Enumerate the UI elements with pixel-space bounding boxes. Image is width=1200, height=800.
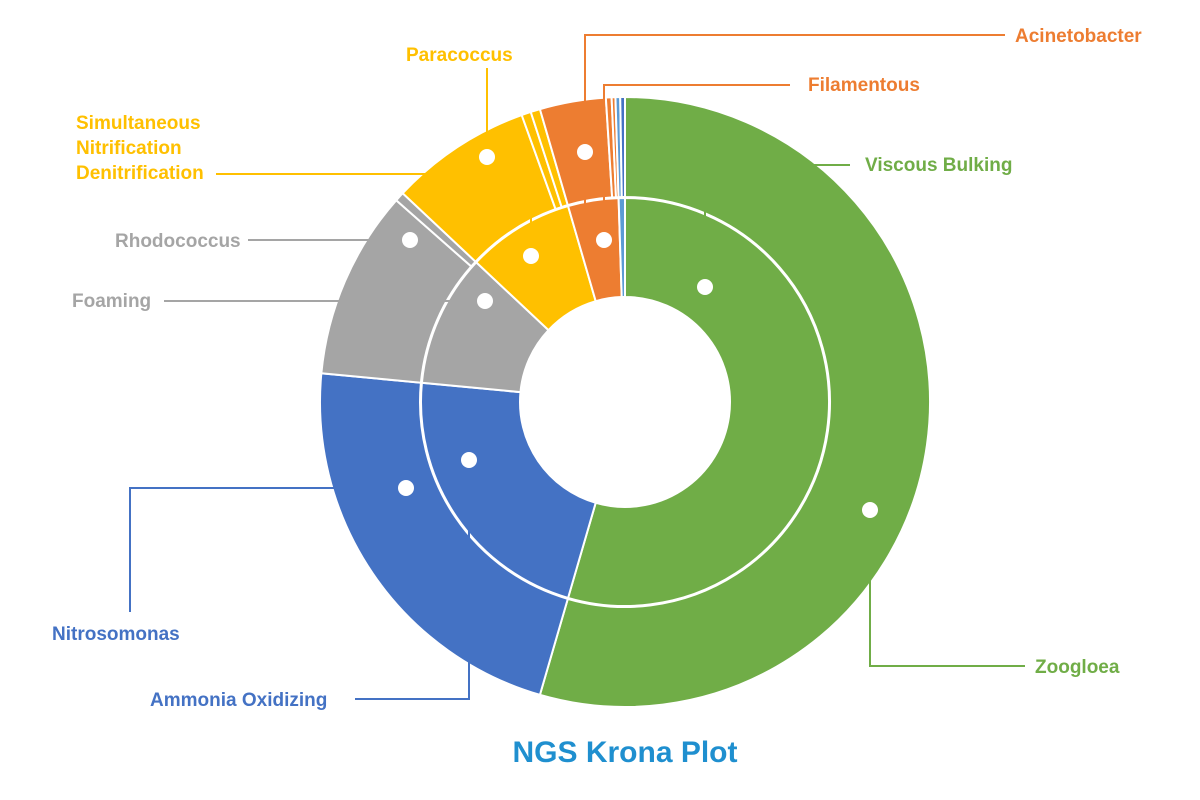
label-viscous: Viscous Bulking xyxy=(865,155,1012,176)
chart-title: NGS Krona Plot xyxy=(512,736,737,769)
dot-rhodococcus xyxy=(402,232,418,248)
label-zoogloea: Zoogloea xyxy=(1035,657,1120,678)
outer-ring xyxy=(319,95,931,708)
label-ammonia: Ammonia Oxidizing xyxy=(150,690,327,711)
dot-acinetobacter xyxy=(577,144,593,160)
leader-nitrosomonas xyxy=(129,487,406,612)
labels: Acinetobacter Filamentous Paracoccus Sim… xyxy=(52,26,1142,711)
label-dots xyxy=(398,144,878,518)
label-snd-line-3: Denitrification xyxy=(76,163,204,184)
dot-zoogloea xyxy=(862,502,878,518)
leader-filamentous xyxy=(603,84,790,240)
leader-ammonia xyxy=(355,460,470,700)
label-rhodococcus: Rhodococcus xyxy=(115,231,241,252)
dot-filamentous xyxy=(596,232,612,248)
label-snd-line-2: Nitrification xyxy=(76,138,182,159)
label-nitrosomonas: Nitrosomonas xyxy=(52,624,180,645)
leader-acinetobacter xyxy=(584,34,1005,237)
label-snd-line-1: Simultaneous xyxy=(76,113,201,134)
inner-ring xyxy=(420,196,830,607)
leader-zoogloea xyxy=(869,510,1025,667)
dot-snd xyxy=(523,248,539,264)
leader-snd xyxy=(216,173,532,256)
dot-foaming xyxy=(477,293,493,309)
label-foaming: Foaming xyxy=(72,291,151,312)
inner-segment-0 xyxy=(566,196,830,607)
label-paracoccus: Paracoccus xyxy=(406,45,513,66)
dot-ammonia xyxy=(461,452,477,468)
leader-lines xyxy=(129,34,1025,700)
leader-viscous xyxy=(704,164,850,287)
outer-segment-11 xyxy=(619,95,626,199)
label-filamentous: Filamentous xyxy=(808,75,920,96)
dot-nitrosomonas xyxy=(398,480,414,496)
dot-paracoccus xyxy=(479,149,495,165)
dot-viscous xyxy=(697,279,713,295)
inner-segment-5 xyxy=(617,196,626,299)
inner-segment-1 xyxy=(420,381,597,600)
label-acinetobacter: Acinetobacter xyxy=(1015,26,1142,47)
